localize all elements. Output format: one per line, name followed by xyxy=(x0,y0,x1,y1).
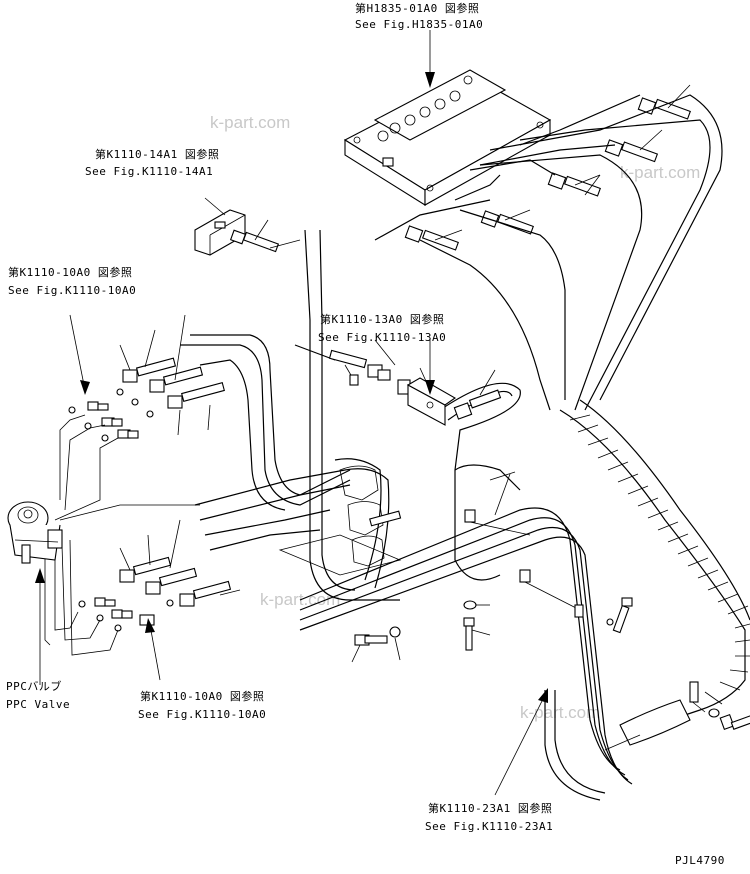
fittings-left-lower xyxy=(78,519,241,632)
control-valve-block xyxy=(343,69,552,206)
reference-arrows xyxy=(35,72,548,796)
watermark: k-part.com xyxy=(620,163,700,182)
bolts-washers-center xyxy=(351,597,633,663)
reference-label-jp: 第K1110-10A0 図参照 xyxy=(8,265,132,279)
reference-label-en: See Fig.K1110-10A0 xyxy=(8,284,136,297)
fittings-left-upper xyxy=(68,314,225,442)
reference-label-en: See Fig.K1110-10A0 xyxy=(138,708,266,721)
clamp-bolt-right xyxy=(604,681,750,751)
small-block-k1110-14 xyxy=(194,197,301,256)
reference-label-en: See Fig.H1835-01A0 xyxy=(355,18,483,31)
reference-label-en: See Fig.K1110-14A1 xyxy=(85,165,213,178)
valve-pipe-lines xyxy=(44,414,200,656)
reference-label-jp: 第K1110-23A1 図参照 xyxy=(428,801,552,815)
reference-label-en: See Fig.K1110-13A0 xyxy=(318,331,446,344)
reference-label-en: See Fig.K1110-23A1 xyxy=(425,820,553,833)
reference-label-jp: 第K1110-10A0 図参照 xyxy=(140,689,264,703)
ppc-valve xyxy=(7,501,63,564)
ppc-valve-label-en: PPC Valve xyxy=(6,698,70,711)
spiral-guard xyxy=(559,399,750,746)
drawing-code: PJL4790 xyxy=(675,854,725,867)
reference-label-jp: 第K1110-14A1 図参照 xyxy=(95,147,219,161)
watermark: k-part.com xyxy=(520,703,600,722)
solenoid-block xyxy=(328,339,502,426)
hose-routes-center xyxy=(180,229,521,601)
ppc-valve-label-jp: PPCバルブ xyxy=(6,679,62,693)
watermark: k-part.com xyxy=(210,113,290,132)
hose-bundle-lower xyxy=(299,464,633,801)
hose-routes-right xyxy=(374,94,723,411)
reference-label-jp: 第H1835-01A0 図参照 xyxy=(355,1,479,15)
reference-label-jp: 第K1110-13A0 図参照 xyxy=(320,312,444,326)
hose-fittings-top-right xyxy=(404,84,691,251)
